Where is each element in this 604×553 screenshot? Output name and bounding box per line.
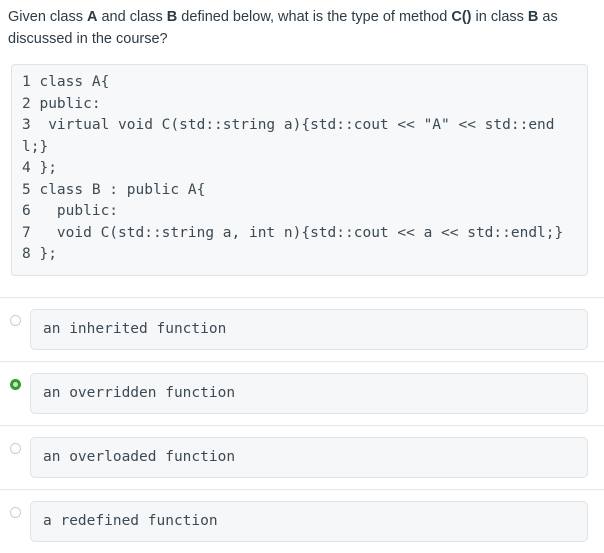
question-emphasis: C() [451, 9, 472, 25]
radio-unselected-icon[interactable] [9, 442, 21, 454]
radio-cell-3[interactable] [0, 501, 30, 518]
radio-cell-2[interactable] [0, 437, 30, 454]
question-text-run: in class [471, 9, 528, 25]
radio-cell-1[interactable] [0, 373, 30, 390]
answer-option-3[interactable]: a redefined function [0, 488, 604, 553]
answer-options-list: an inherited function an overridden func… [0, 296, 604, 553]
question-emphasis: B [166, 9, 178, 25]
question-text-run: defined below, what is the type of metho… [177, 9, 452, 25]
question-emphasis: A [86, 9, 98, 25]
answer-option-label-1[interactable]: an overridden function [30, 372, 588, 414]
answer-option-label-2[interactable]: an overloaded function [30, 436, 588, 478]
radio-unselected-icon[interactable] [9, 506, 21, 518]
question-prompt: Given class A and class B defined below,… [0, 0, 604, 50]
answer-option-2[interactable]: an overloaded function [0, 424, 604, 489]
radio-selected-icon[interactable] [9, 378, 21, 390]
answer-option-0[interactable]: an inherited function [0, 296, 604, 361]
answer-option-label-3[interactable]: a redefined function [30, 500, 588, 542]
question-text-run: as discussed in the course? [8, 9, 558, 47]
question-text-run: Given class [8, 9, 87, 25]
question-emphasis: B [527, 9, 539, 25]
answer-option-label-0[interactable]: an inherited function [30, 308, 588, 350]
radio-unselected-icon[interactable] [9, 314, 21, 326]
answer-option-1[interactable]: an overridden function [0, 360, 604, 425]
code-snippet-block: 1 class A{ 2 public: 3 virtual void C(st… [11, 64, 588, 276]
question-text-run: and class [97, 9, 167, 25]
radio-cell-0[interactable] [0, 309, 30, 326]
code-snippet-text: 1 class A{ 2 public: 3 virtual void C(st… [22, 74, 564, 262]
